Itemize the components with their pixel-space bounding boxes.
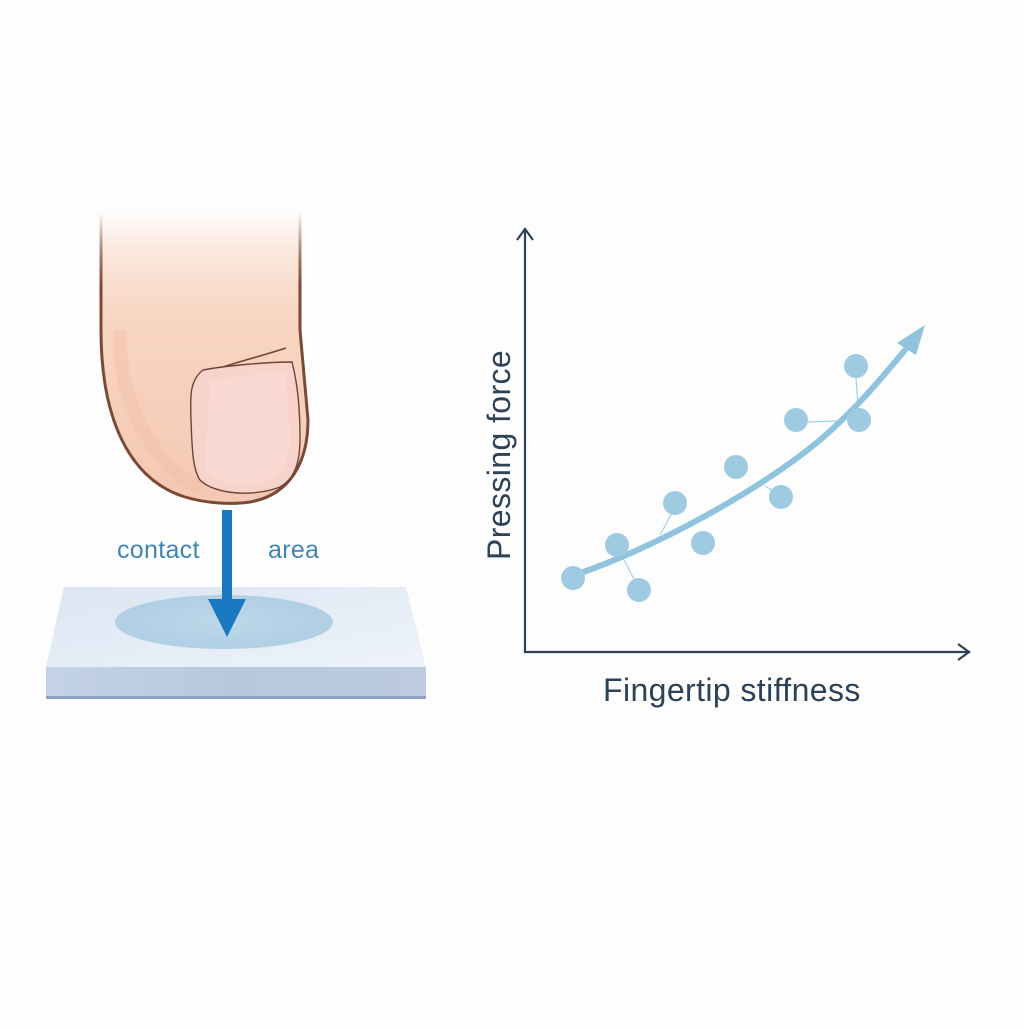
chart-axes xyxy=(516,227,971,661)
finger-shading xyxy=(112,329,204,497)
data-point xyxy=(724,455,748,479)
data-point xyxy=(663,491,687,515)
x-axis-label: Fingertip stiffness xyxy=(603,672,861,708)
nail-highlight xyxy=(205,372,290,484)
trend-arrow-head-icon xyxy=(897,325,925,355)
data-point xyxy=(784,408,808,432)
force-arrow xyxy=(208,510,246,637)
surface-side xyxy=(46,667,426,697)
contact-label: contact xyxy=(117,536,200,564)
data-point xyxy=(769,485,793,509)
data-points xyxy=(561,354,871,602)
fingertip-illustration xyxy=(99,212,310,505)
surface-edge xyxy=(46,696,426,699)
data-point xyxy=(691,531,715,555)
point-connectors xyxy=(621,377,859,584)
finger-outline xyxy=(99,212,310,505)
area-label: area xyxy=(268,536,320,564)
y-axis-arrow-icon xyxy=(516,227,534,241)
data-point xyxy=(605,533,629,557)
force-arrow-shaft xyxy=(222,510,232,605)
trend-line xyxy=(575,347,908,577)
data-point xyxy=(627,578,651,602)
data-point xyxy=(847,408,871,432)
x-axis-arrow-icon xyxy=(957,643,971,661)
trend-curve xyxy=(575,325,925,577)
y-axis-label: Pressing force xyxy=(481,349,517,560)
force-arrow-head xyxy=(208,599,246,637)
data-point xyxy=(561,566,585,590)
data-point xyxy=(844,354,868,378)
